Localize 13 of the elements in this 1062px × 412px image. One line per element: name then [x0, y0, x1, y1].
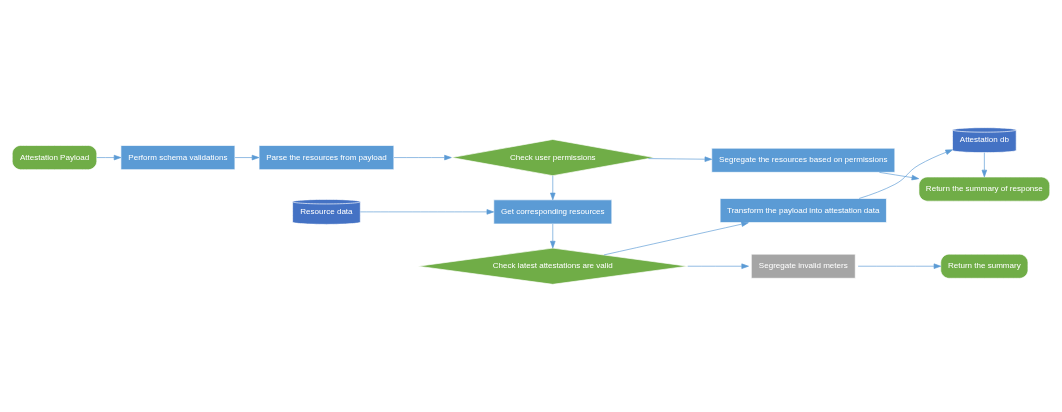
- arrow: [857, 263, 942, 269]
- arrow: [603, 221, 749, 256]
- arrow: [687, 263, 749, 269]
- arrow: [981, 152, 988, 178]
- arrow: [96, 154, 122, 161]
- arrow: [550, 223, 556, 249]
- arrow: [879, 172, 920, 181]
- arrow: [550, 175, 556, 201]
- arrow: [360, 209, 494, 215]
- arrow: [234, 154, 260, 161]
- arrow: [393, 154, 452, 161]
- arrow: [858, 149, 953, 199]
- arrow: [648, 156, 712, 162]
